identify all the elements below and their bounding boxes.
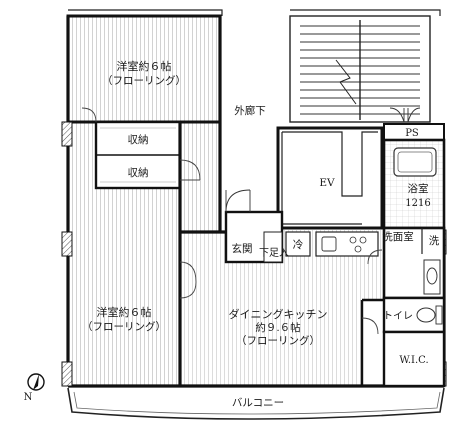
- dk-name: ダイニングキッチン: [229, 307, 328, 321]
- compass-icon: [27, 373, 45, 391]
- washroom-label: 洗面室: [382, 230, 414, 243]
- wic-label: W.I.C.: [399, 355, 428, 366]
- bath-size: 1216: [405, 198, 430, 209]
- dk-floor: [180, 230, 382, 386]
- bath-name: 浴室: [408, 182, 429, 195]
- toilet-label: トイレ: [383, 311, 413, 322]
- corridor-label: 外廊下: [234, 104, 266, 117]
- corridor-floor: [222, 16, 272, 212]
- compass-label: N: [24, 392, 33, 403]
- elevator: [276, 126, 384, 230]
- bedroom-top-sub: （フローリング）: [102, 74, 186, 87]
- balcony: [67, 387, 445, 420]
- toilet-room: [382, 296, 446, 334]
- bedroom-top-name: 洋室約６帖: [117, 59, 172, 73]
- bedroom-bottom-name: 洋室約６帖: [97, 305, 152, 319]
- storage-2-label: 収納: [128, 166, 149, 179]
- fridge-label: 冷: [293, 238, 304, 251]
- bedroom-top-floor: [68, 16, 220, 122]
- kitchen-counter: [285, 231, 379, 257]
- shoe-box-label: 下足入: [259, 247, 289, 259]
- bedroom-left-strip: [68, 122, 96, 188]
- dk-sub: （フローリング）: [236, 334, 320, 347]
- ev-label: EV: [319, 177, 335, 189]
- walk-in-closet: [382, 330, 446, 388]
- ps-label: PS: [405, 128, 419, 139]
- bedroom-bottom-sub: （フローリング）: [82, 320, 166, 333]
- bedroom-bottom-floor: [68, 188, 180, 386]
- staircase: [289, 15, 431, 123]
- storage-1-label: 収納: [128, 133, 149, 146]
- entrance-label: 玄関: [232, 242, 253, 255]
- washroom-label-line: 洗面室: [382, 230, 414, 243]
- balcony-label: バルコニー: [232, 397, 284, 409]
- washer-label: 洗: [429, 235, 440, 247]
- entrance-area: [224, 189, 284, 264]
- dk-size: 約９.６帖: [255, 321, 301, 334]
- washroom: [382, 226, 446, 300]
- door-swings: [81, 107, 383, 335]
